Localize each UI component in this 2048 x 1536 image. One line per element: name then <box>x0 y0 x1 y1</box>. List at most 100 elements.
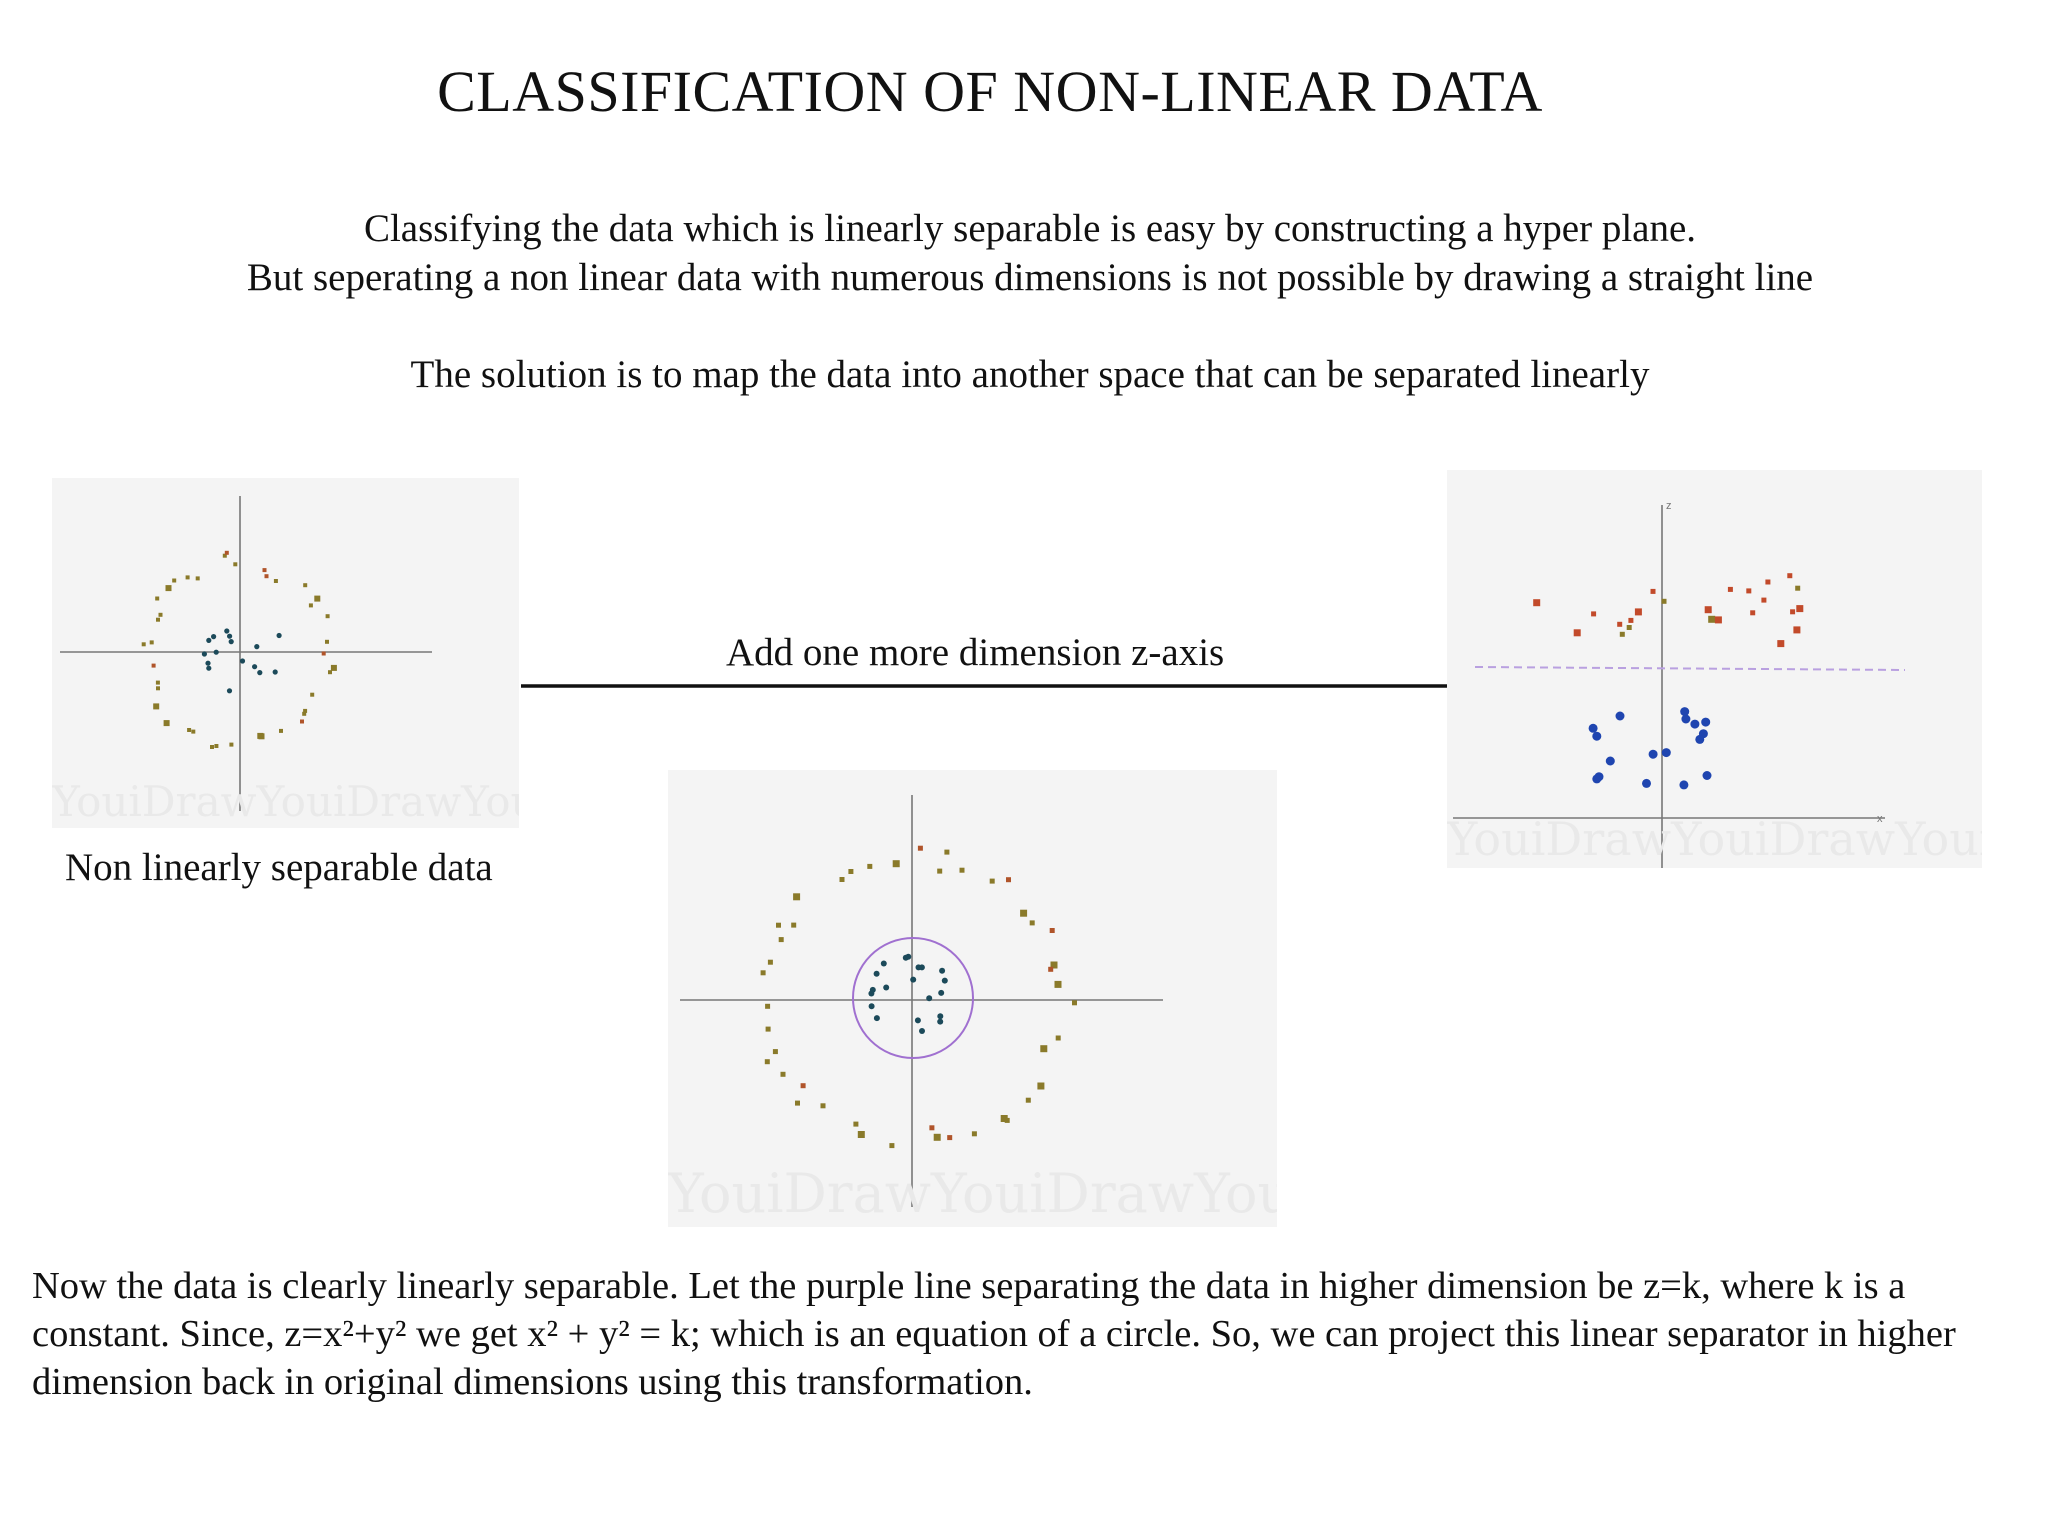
outer-point <box>1040 1045 1048 1053</box>
outer-point <box>310 692 315 697</box>
transform-arrow <box>521 679 1465 693</box>
outer-point <box>321 651 326 656</box>
right-scatter-figure: z x YouiDrawYouiDrawYouiDraw <box>1447 470 1982 868</box>
lower-class-point <box>1588 723 1598 733</box>
inner-point <box>257 670 263 676</box>
lower-class-point <box>1592 731 1602 741</box>
right-lower-class-points <box>1588 707 1712 790</box>
inner-point <box>239 658 246 664</box>
outer-point <box>156 686 160 691</box>
outer-point <box>233 562 238 567</box>
outer-point <box>264 574 269 579</box>
inner-point <box>880 960 887 967</box>
inner-point <box>211 634 217 640</box>
inner-point <box>276 632 282 639</box>
lower-class-point <box>1681 714 1691 724</box>
outer-point <box>760 970 766 976</box>
outer-point <box>793 893 801 901</box>
conclusion-paragraph: Now the data is clearly linearly separab… <box>32 1265 1956 1403</box>
outer-point <box>158 612 163 617</box>
outer-point <box>1048 966 1054 972</box>
upper-class-point <box>1727 586 1733 592</box>
outer-point <box>191 729 196 734</box>
outer-point <box>839 877 845 882</box>
outer-point <box>262 568 267 573</box>
inner-point <box>254 644 260 650</box>
outer-point <box>151 663 156 668</box>
inner-point <box>206 665 212 671</box>
intro-line-1: Classifying the data which is linearly s… <box>363 207 1697 250</box>
outer-point <box>917 845 923 851</box>
upper-class-point <box>1626 625 1632 630</box>
outer-point <box>308 603 313 608</box>
inner-point <box>939 967 946 974</box>
left-figure-caption: Non linearly separable data <box>65 846 493 889</box>
arrow-label: Add one more dimension z-axis <box>726 631 1225 674</box>
inner-point <box>937 1013 944 1020</box>
upper-class-point <box>1765 579 1771 585</box>
inner-point <box>226 688 233 694</box>
lower-class-point <box>1690 719 1700 729</box>
center-scatter-plot <box>680 795 1163 1207</box>
inner-point <box>868 990 875 997</box>
inner-point <box>883 984 890 991</box>
inner-point <box>868 1003 875 1010</box>
lower-class-point <box>1615 711 1625 721</box>
outer-point <box>1055 1035 1061 1041</box>
inner-point <box>205 660 211 666</box>
left-scatter-figure: YouiDrawYouiDrawYouiDraw <box>52 478 519 828</box>
outer-point <box>800 1083 806 1089</box>
left-scatter-plot <box>60 496 432 811</box>
outer-point <box>767 959 773 965</box>
upper-class-point <box>1746 588 1752 594</box>
right-upper-class-points <box>1533 573 1804 648</box>
outer-point <box>314 595 321 602</box>
outer-point <box>776 922 781 928</box>
right-scatter-plot: z x <box>1453 500 1906 868</box>
upper-class-point <box>1591 611 1597 617</box>
left-inner-cluster-points <box>201 628 282 694</box>
lower-class-point <box>1661 748 1671 758</box>
outer-point <box>141 642 146 647</box>
intro-line-3: The solution is to map the data into ano… <box>410 353 1650 396</box>
outer-point <box>1025 1097 1031 1103</box>
outer-point <box>1037 1082 1045 1090</box>
inner-point <box>873 970 880 977</box>
outer-point <box>195 576 200 581</box>
outer-point <box>187 728 192 732</box>
upper-class-point <box>1793 626 1801 634</box>
inner-point <box>905 953 912 960</box>
outer-point <box>971 1131 977 1137</box>
center-watermark: YouiDrawYouiDrawYouiDraw <box>668 1162 1277 1225</box>
inner-point <box>252 664 258 670</box>
lower-class-point <box>1679 780 1689 790</box>
outer-point <box>222 553 227 558</box>
outer-point <box>165 585 172 592</box>
slide-title: CLASSIFICATION OF NON-LINEAR DATA <box>437 59 1543 124</box>
outer-point <box>153 703 160 710</box>
inner-point <box>914 1017 921 1024</box>
outer-point <box>279 728 283 733</box>
inner-point <box>941 977 948 984</box>
upper-class-point <box>1617 621 1623 627</box>
outer-point <box>764 1059 770 1065</box>
outer-point <box>163 720 170 727</box>
left-outer-ring-points <box>141 550 337 749</box>
outer-point <box>302 711 307 716</box>
outer-point <box>959 867 965 873</box>
upper-class-point <box>1704 606 1712 614</box>
outer-point <box>273 579 278 583</box>
upper-class-point <box>1790 609 1796 615</box>
outer-point <box>1029 920 1035 926</box>
upper-class-point <box>1796 605 1804 613</box>
inner-point <box>910 976 917 983</box>
outer-point <box>791 922 797 928</box>
outer-point <box>1006 877 1011 883</box>
inner-point <box>213 649 219 655</box>
outer-point <box>933 1133 941 1141</box>
lower-class-point <box>1605 756 1615 766</box>
outer-point <box>1049 928 1055 933</box>
outer-point <box>857 1131 865 1138</box>
inner-point <box>926 995 933 1002</box>
outer-point <box>330 664 337 671</box>
